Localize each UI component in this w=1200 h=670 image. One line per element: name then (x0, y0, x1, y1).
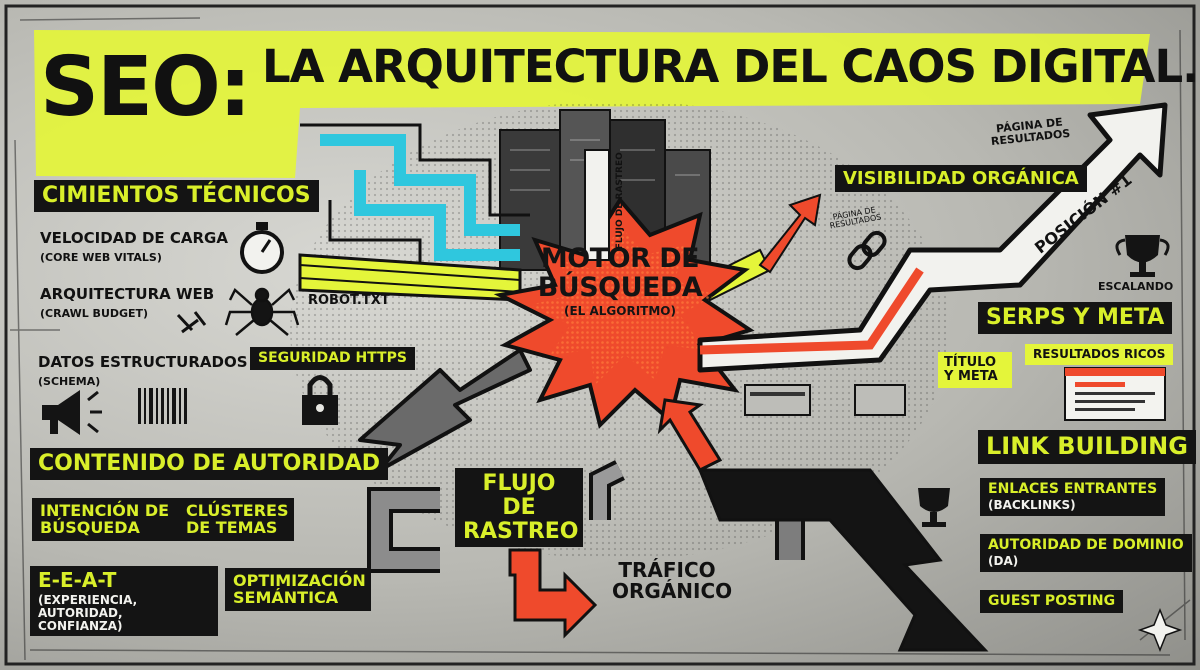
sparkle-icon (1137, 607, 1183, 653)
cyan-circuit-traces (320, 134, 520, 261)
enlaces-label: ENLACES ENTRANTES (988, 481, 1158, 497)
flujo-rastreo-box: FLUJO DE RASTREO (455, 468, 583, 548)
link-icon (847, 230, 887, 271)
enlaces-box: ENLACES ENTRANTES (BACKLINKS) (980, 478, 1166, 517)
datos-label: DATOS ESTRUCTURADOS (38, 353, 248, 371)
autoridad-sub: (DA) (988, 554, 1019, 569)
engine-line1: MOTOR DE (540, 243, 700, 274)
spider-icon (224, 287, 300, 336)
vertical-label-bar (584, 149, 610, 261)
eeat-sub: (EXPERIENCIA, AUTORIDAD, CONFIANZA) (38, 592, 138, 633)
trophy-icon (1115, 235, 1170, 277)
black-arrow-link (697, 468, 989, 652)
escalando-label: ESCALANDO (1098, 280, 1174, 293)
barcode-icon (138, 388, 187, 424)
arquitectura-label: ARQUITECTURA WEB (40, 285, 215, 303)
megaphone-icon (42, 390, 102, 435)
trophy-icon-small (918, 488, 950, 527)
semantica-box: OPTIMIZACIÓN SEMÁNTICA (225, 568, 371, 611)
engine-sub: (EL ALGORITMO) (563, 304, 676, 319)
tecnicos-heading: CIMIENTOS TÉCNICOS (34, 180, 319, 212)
red-traffic-arrow (508, 548, 598, 639)
trafico-label: TRÁFICO ORGÁNICO (612, 558, 733, 603)
robot-label: ROBOT.TXT (308, 293, 390, 308)
vertical-rastreo-label: FLUJO DE RASTREO (614, 152, 625, 250)
title-seo: SEO: (40, 40, 252, 135)
red-up-arrow (657, 398, 723, 472)
red-arrow-small (758, 193, 822, 274)
eeat-label: E-E-A-T (38, 568, 117, 592)
browser-window-icon (1064, 367, 1166, 421)
arquitectura-sub: (CRAWL BUDGET) (40, 307, 149, 320)
visibilidad-heading: VISIBILIDAD ORGÁNICA (835, 165, 1087, 193)
title-main: LA ARQUITECTURA DEL CAOS DIGITAL. (262, 40, 1199, 93)
broken-link-icon (176, 311, 207, 334)
velocidad-sub: (CORE WEB VITALS) (40, 251, 162, 264)
grey-window-small (744, 384, 906, 416)
titulo-meta-box: TÍTULO Y META (938, 352, 1012, 389)
velocidad-label: VELOCIDAD DE CARGA (40, 229, 228, 247)
https-box: SEGURIDAD HTTPS (250, 347, 415, 371)
datos-sub: (SCHEMA) (38, 375, 101, 388)
rising-arrow (697, 102, 1168, 373)
engine-label: MOTOR DE BÚSQUEDA (EL ALGORITMO) (530, 243, 710, 319)
enlaces-sub: (BACKLINKS) (988, 498, 1076, 513)
link-building-heading: LINK BUILDING (978, 430, 1196, 464)
contenido-heading: CONTENIDO DE AUTORIDAD (30, 448, 389, 480)
padlock-icon (302, 375, 338, 425)
eeat-box: E-E-A-T (EXPERIENCIA, AUTORIDAD, CONFIAN… (30, 566, 218, 637)
clusteres-box: CLÚSTERES DE TEMAS (178, 498, 294, 541)
left-grey-arrow (358, 348, 532, 472)
autoridad-label: AUTORIDAD DE DOMINIO (988, 537, 1184, 553)
engine-burst-halftone (530, 225, 715, 385)
resultados-ricos-box: RESULTADOS RICOS (1025, 344, 1174, 365)
stopwatch-icon (240, 222, 284, 274)
grunge-frame (4, 4, 1196, 666)
engine-line2: BÚSQUEDA (537, 271, 703, 303)
intencion-box: INTENCIÓN DE BÚSQUEDA (32, 498, 178, 541)
serps-heading: SERPs Y META (978, 302, 1173, 334)
guest-box: GUEST POSTING (980, 590, 1124, 614)
autoridad-box: AUTORIDAD DE DOMINIO (DA) (980, 534, 1192, 573)
